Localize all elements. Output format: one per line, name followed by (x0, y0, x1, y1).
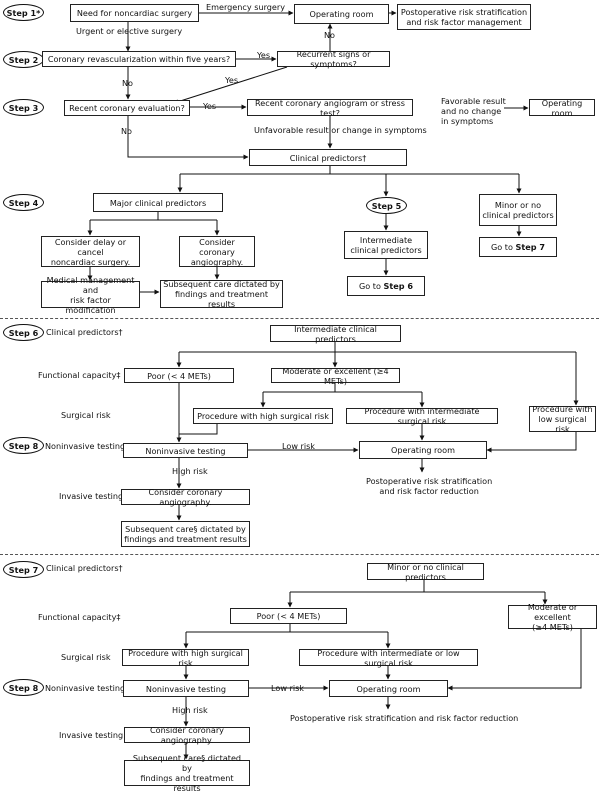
section-divider (0, 554, 599, 555)
step-1-oval: Step 1* (3, 4, 44, 21)
step-8-oval: Step 8 (3, 679, 44, 696)
low-surgical-risk-box: Procedure with low surgical risk (529, 404, 596, 434)
unfavorable-result-label: Unfavorable result or change in symptoms (254, 125, 427, 135)
step-8-oval: Step 8 (3, 437, 44, 454)
revascularization-question-box: Coronary revascularization within five y… (42, 51, 236, 67)
clinical-predictors-label: Clinical predictors† (46, 563, 123, 573)
moderate-excellent-capacity-box: Moderate or excellent (≥4 METs) (508, 602, 597, 632)
go-to-step-7-box: Go to Step 7 (479, 237, 557, 257)
step-5-oval: Step 5 (366, 197, 407, 214)
subsequent-care-box: Subsequent care§ dictated by findings an… (124, 753, 250, 793)
high-surgical-risk-box: Procedure with high surgical risk (122, 648, 249, 668)
surgical-risk-label: Surgical risk (61, 652, 111, 662)
poor-capacity-box: Poor (< 4 METs) (230, 608, 347, 624)
need-noncardiac-surgery-box: Need for noncardiac surgery (70, 4, 199, 22)
noninvasive-testing-box: Noninvasive testing (123, 443, 248, 458)
step-4-oval: Step 4 (3, 194, 44, 211)
invasive-testing-label: Invasive testing (59, 730, 124, 740)
low-risk-label: Low risk (271, 683, 304, 693)
noninvasive-testing-label: Noninvasive testing (45, 441, 126, 451)
no-label: No (122, 78, 134, 88)
go-to-step-6-box: Go to Step 6 (347, 276, 425, 296)
yes-label: Yes (225, 75, 239, 85)
consider-angiography-box: Consider coronary angiography. (179, 236, 255, 267)
minor-clinical-predictors-box: Minor or no clinical predictors (367, 562, 484, 582)
poor-capacity-box: Poor (< 4 METs) (124, 368, 234, 383)
intermediate-low-surgical-risk-box: Procedure with intermediate or low surgi… (299, 648, 478, 668)
recurrent-symptoms-box: Recurrent signs or symptoms? (277, 49, 390, 69)
no-label: No (324, 30, 336, 40)
major-clinical-predictors-box: Major clinical predictors (93, 193, 223, 212)
emergency-surgery-label: Emergency surgery (206, 2, 285, 12)
step-7-oval: Step 7 (3, 561, 44, 578)
invasive-testing-label: Invasive testing (59, 491, 124, 501)
no-label: No (121, 126, 133, 136)
go-to-text: Go to (359, 281, 381, 291)
high-risk-label: High risk (172, 466, 208, 476)
step-6-reference: Step 6 (383, 281, 413, 291)
intermediate-surgical-risk-box: Procedure with intermediate surgical ris… (346, 406, 498, 426)
step-6-oval: Step 6 (3, 324, 44, 341)
subsequent-care-box: Subsequent care dictated by findings and… (160, 279, 283, 309)
consider-coronary-angiography-box: Consider coronary angiography. (121, 487, 250, 507)
yes-label: Yes (203, 101, 217, 111)
operating-room-box: Operating room (359, 441, 487, 459)
yes-label: Yes (257, 50, 271, 60)
go-to-text: Go to (491, 242, 513, 252)
postop-reduction-label: Postoperative risk stratification and ri… (290, 713, 519, 723)
moderate-excellent-capacity-box: Moderate or excellent (≥4 METs) (271, 366, 400, 386)
intermediate-clinical-predictors-box: Intermediate clinical predictors (270, 324, 401, 344)
functional-capacity-label: Functional capacity‡ (38, 370, 121, 380)
consider-delay-box: Consider delay or cancel noncardiac surg… (41, 236, 140, 267)
step-3-oval: Step 3 (3, 99, 44, 116)
step-2-oval: Step 2 (3, 51, 44, 68)
favorable-result-label: Favorable result and no change in sympto… (441, 96, 506, 126)
recent-evaluation-box: Recent coronary evaluation? (64, 100, 190, 116)
consider-coronary-angiography-box: Consider coronary angiography. (124, 725, 250, 745)
postop-management-box: Postoperative risk stratification and ri… (397, 4, 531, 30)
section-divider (0, 318, 599, 319)
recent-angiogram-box: Recent coronary angiogram or stress test… (247, 98, 413, 118)
clinical-predictors-box: Clinical predictors† (249, 149, 407, 166)
urgent-elective-label: Urgent or elective surgery (76, 26, 183, 36)
high-surgical-risk-box: Procedure with high surgical risk (193, 408, 333, 424)
clinical-predictors-label: Clinical predictors† (46, 327, 123, 337)
operating-room-box: Operating room (329, 680, 448, 697)
medical-management-box: Medical management and risk factor modif… (41, 275, 140, 315)
operating-room-box: Operating room (294, 4, 389, 24)
intermediate-clinical-predictors-box: Intermediate clinical predictors (344, 231, 428, 259)
operating-room-box: Operating room (529, 98, 595, 118)
high-risk-label: High risk (172, 705, 208, 715)
postop-reduction-label: Postoperative risk stratification and ri… (366, 476, 493, 496)
surgical-risk-label: Surgical risk (61, 410, 111, 420)
minor-clinical-predictors-box: Minor or no clinical predictors (479, 194, 557, 226)
noninvasive-testing-label: Noninvasive testing (45, 683, 126, 693)
subsequent-care-box: Subsequent care§ dictated by findings an… (121, 521, 250, 547)
functional-capacity-label: Functional capacity‡ (38, 612, 121, 622)
step-7-reference: Step 7 (515, 242, 545, 252)
noninvasive-testing-box: Noninvasive testing (123, 680, 249, 697)
low-risk-label: Low risk (282, 441, 315, 451)
